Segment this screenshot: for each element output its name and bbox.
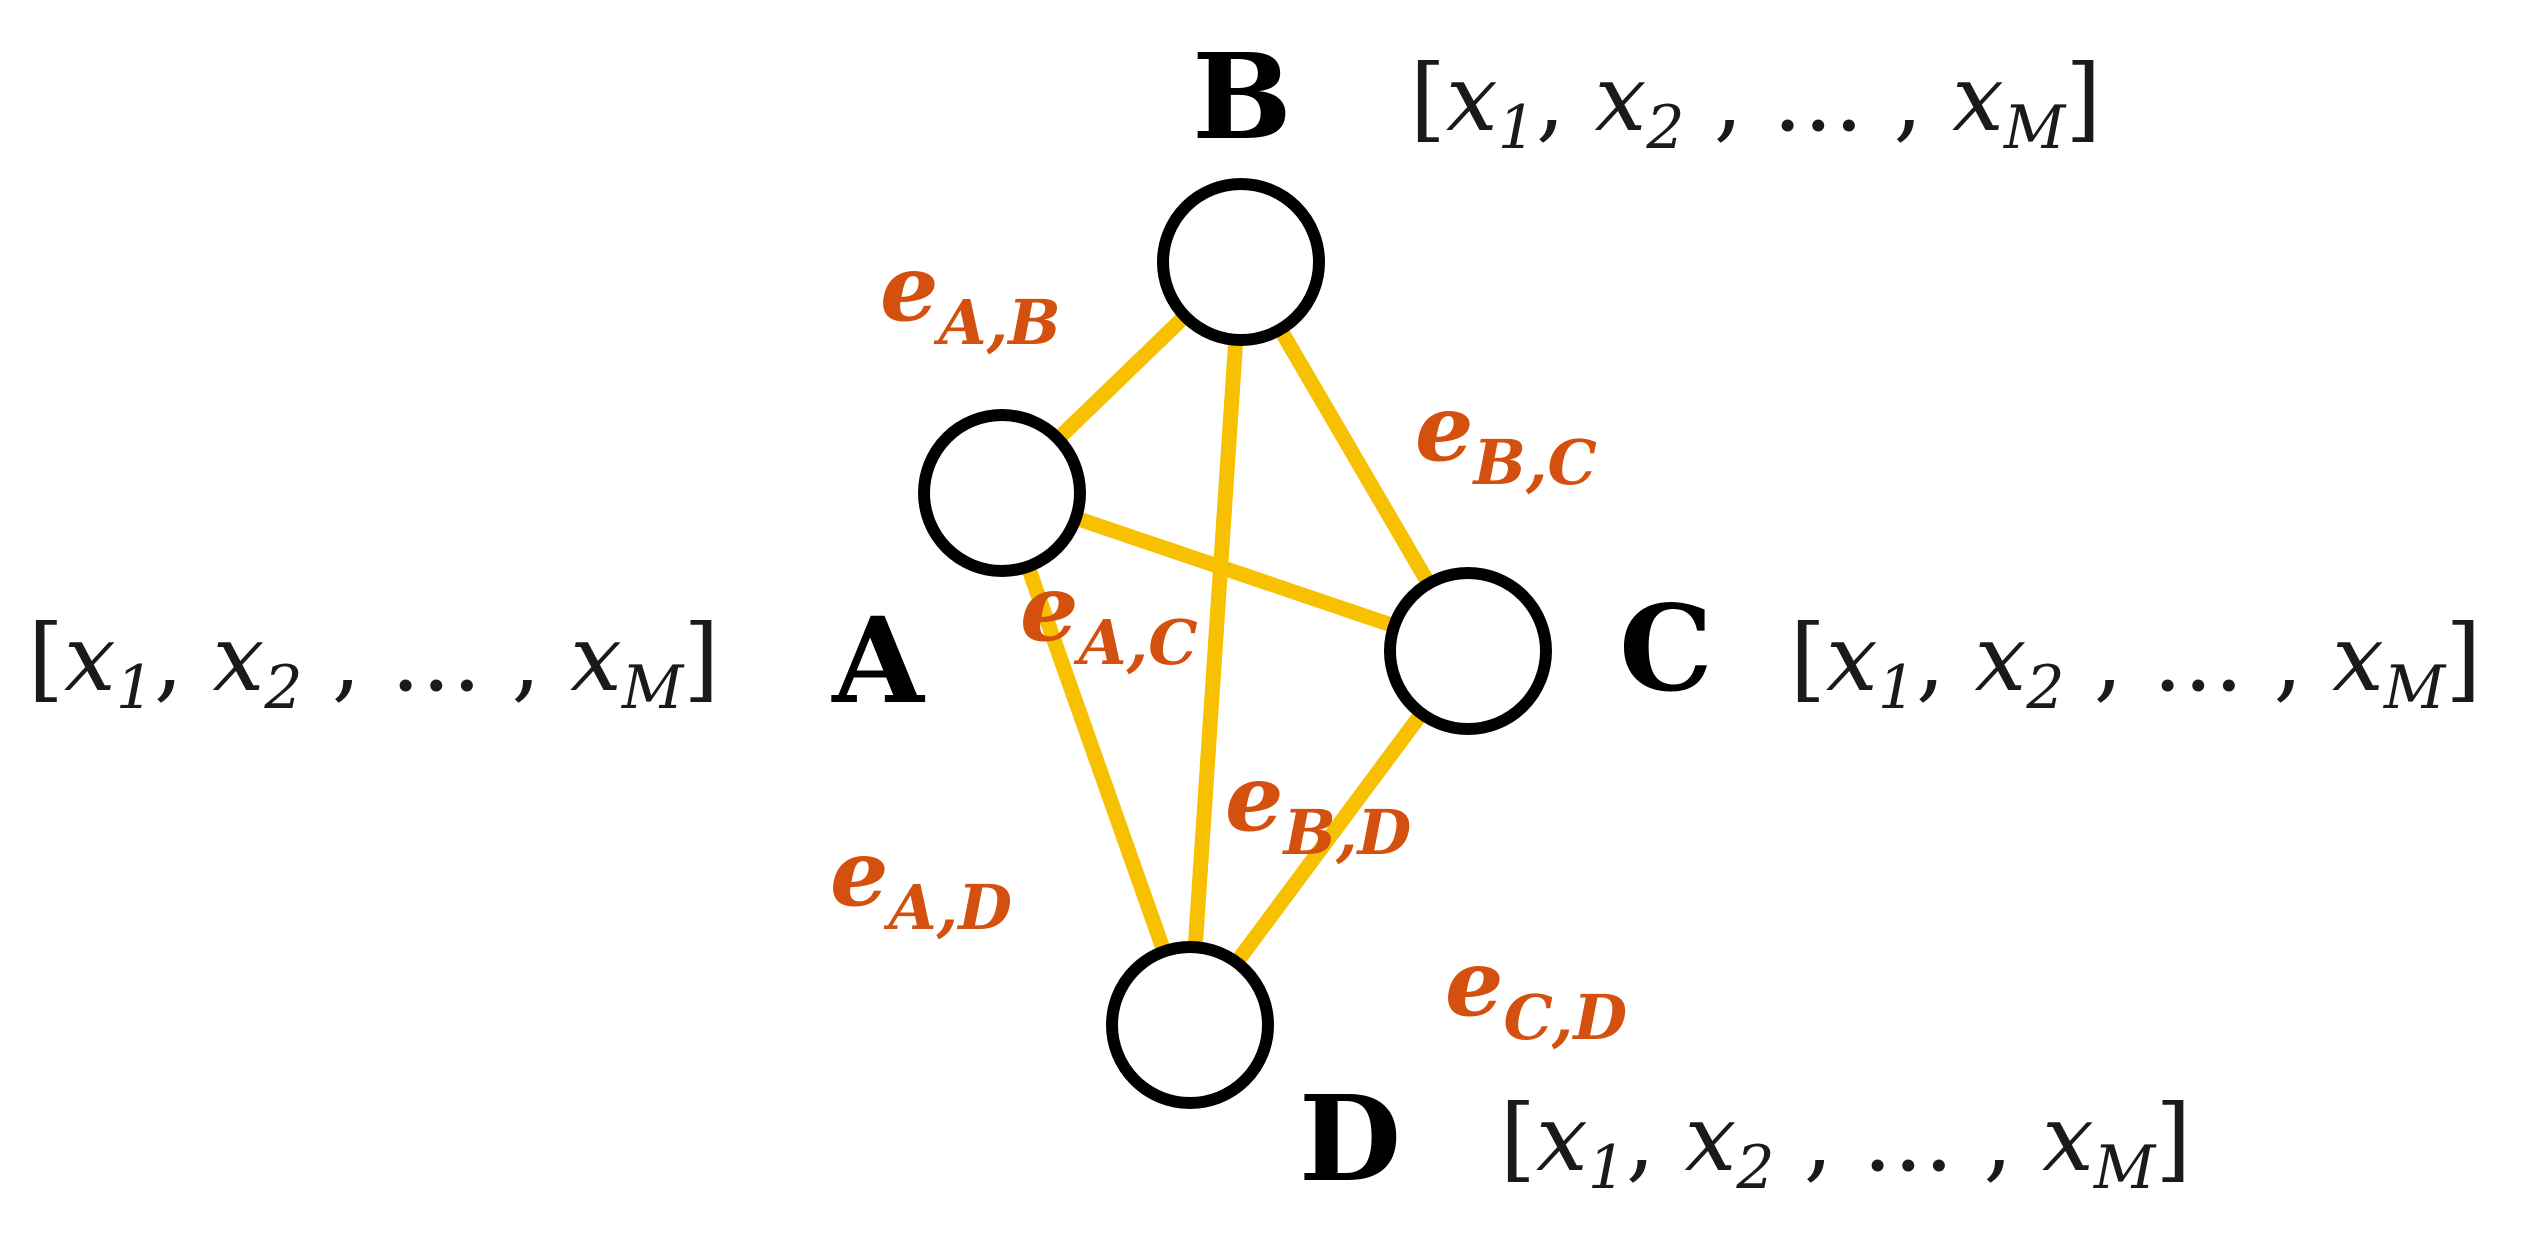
edge-label-bd: eB,D: [1225, 744, 1412, 869]
node-label-b: B: [1192, 27, 1292, 166]
edge-bd: [1182, 254, 1249, 1033]
nodes-layer: [918, 178, 1552, 1109]
node-label-a: A: [831, 591, 925, 730]
edge-label-bc: eB,C: [1415, 374, 1597, 499]
edge-label-cd: eC,D: [1445, 929, 1627, 1054]
feature-vector-d: [x1, x2 , … , xM]: [1500, 1085, 2191, 1203]
labels-layer: A [x1, x2 , … , xM] B [x1, x2 , … , xM] C [x1…: [28, 27, 2481, 1208]
feature-vector-c: [x1, x2 , … , xM]: [1790, 605, 2481, 723]
feature-vector-b: [x1, x2 , … , xM]: [1410, 45, 2101, 163]
edge-label-ac: eA,C: [1020, 554, 1198, 679]
node-c: [1384, 567, 1552, 735]
feature-vector-a: [x1, x2 , … , xM]: [28, 605, 719, 723]
edge-ad: [994, 485, 1198, 1033]
node-b: [1157, 178, 1325, 346]
edge-label-ab: eA,B: [880, 234, 1061, 359]
node-label-d: D: [1299, 1069, 1401, 1208]
node-label-c: C: [1619, 579, 1713, 718]
edge-label-ad: eA,D: [830, 819, 1012, 944]
node-d: [1106, 941, 1274, 1109]
node-a: [918, 409, 1086, 577]
